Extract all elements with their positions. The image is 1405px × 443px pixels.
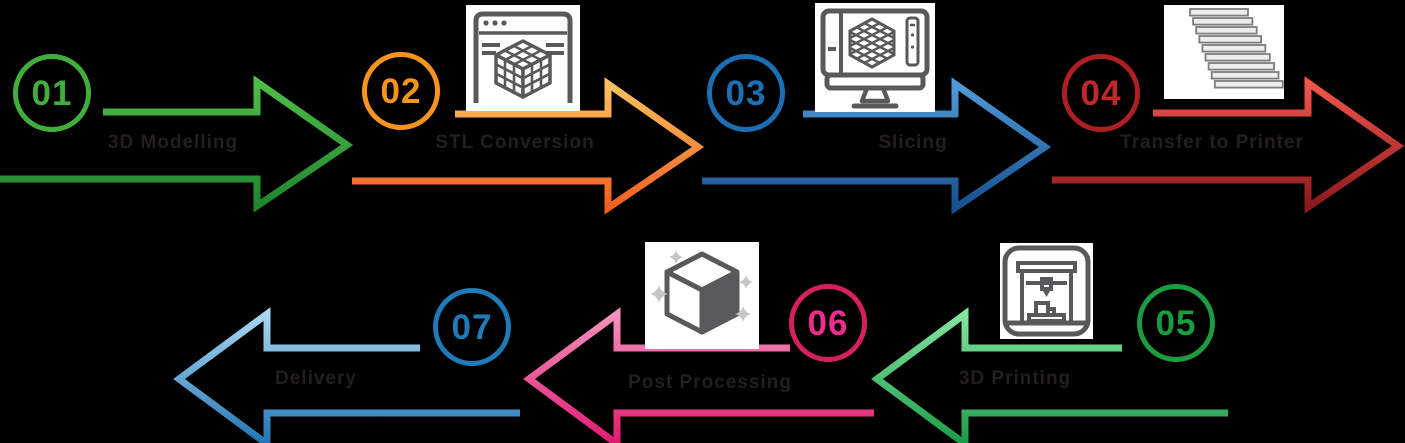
arrow-step-05 (871, 307, 1228, 443)
step-01-number: 01 (31, 73, 73, 113)
arrow-step-03 (702, 77, 1052, 215)
step-05-number: 05 (1155, 303, 1197, 343)
arrow-step-01 (0, 75, 354, 213)
step-07-badge: 07 (433, 288, 511, 366)
step-05-badge: 05 (1137, 284, 1215, 362)
arrow-step-02 (352, 77, 705, 215)
step-03-label: Slicing (878, 132, 948, 153)
arrow-step-07 (173, 307, 520, 443)
cad-model-window-icon (466, 5, 580, 111)
step-03-number: 03 (725, 73, 767, 113)
step-02-label: STL Conversion (435, 132, 595, 153)
layer-stairs-icon (1164, 5, 1284, 99)
step-04-badge: 04 (1062, 54, 1140, 132)
step-05-label: 3D Printing (958, 368, 1072, 389)
step-01-badge: 01 (13, 54, 91, 132)
step-06-number: 06 (807, 303, 849, 343)
step-04-label: Transfer to Printer (1120, 132, 1304, 153)
3d-printer-icon (1000, 243, 1093, 339)
slicing-software-monitor-icon (815, 3, 935, 112)
arrow-step-04 (1052, 76, 1405, 214)
finished-cube-icon (645, 242, 759, 349)
step-03-badge: 03 (707, 54, 785, 132)
step-02-badge: 02 (362, 52, 440, 130)
arrow-step-06 (523, 307, 874, 443)
step-04-number: 04 (1080, 73, 1122, 113)
step-07-number: 07 (451, 307, 493, 347)
step-02-number: 02 (380, 71, 422, 111)
step-06-label: Post Processing (628, 372, 792, 393)
step-06-badge: 06 (789, 284, 867, 362)
step-01-label: 3D Modelling (107, 132, 239, 153)
step-07-label: Delivery (275, 368, 357, 389)
